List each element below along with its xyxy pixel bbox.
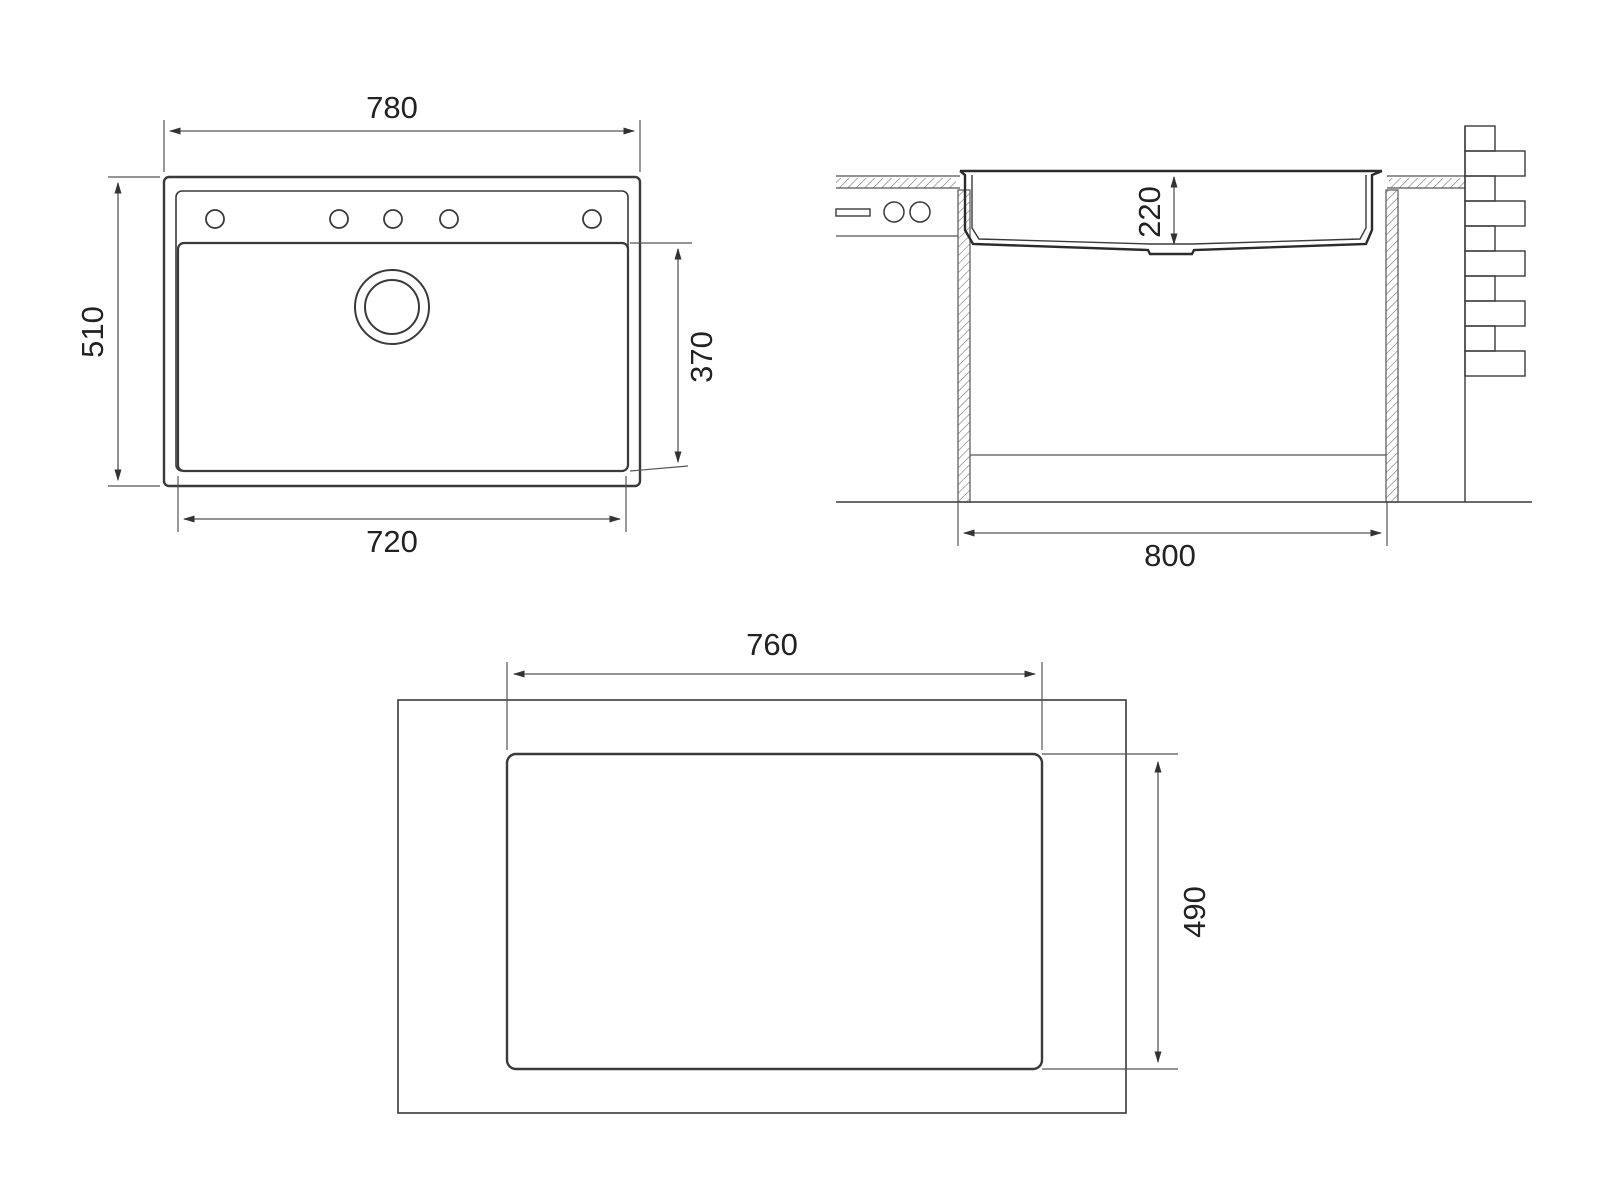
tap-hole-icon [329, 209, 349, 229]
sink-bowl [176, 241, 630, 473]
sink-outline [162, 175, 642, 488]
drain-inner-icon [364, 279, 420, 335]
dim-overall-depth: 510 [75, 306, 110, 358]
cabinet-right-wall [1385, 189, 1399, 503]
top-view: 780 510 370 720 [75, 90, 719, 559]
tap-hole-icon [205, 209, 225, 229]
cutout-view: 760 490 [397, 627, 1212, 1114]
wall-bricks [1464, 125, 1526, 502]
dim-bowl-width: 720 [366, 524, 418, 559]
appliance-slot-icon [835, 208, 871, 217]
countertop-right-hatch [1389, 178, 1465, 188]
dim-bowl-depth: 370 [684, 331, 719, 383]
dim-cutout-width: 760 [746, 627, 798, 662]
tap-hole-icon [582, 209, 602, 229]
sink-section [959, 169, 1383, 256]
dim-bowl-height: 220 [1132, 186, 1167, 238]
appliance-knob-icon [909, 201, 931, 223]
tap-hole-icon [439, 209, 459, 229]
dim-cutout-depth: 490 [1177, 886, 1212, 938]
countertop-left-hatch [836, 178, 956, 188]
appliance-panel [836, 190, 956, 236]
drain-outer-icon [354, 269, 430, 345]
appliance-knob-icon [883, 201, 905, 223]
countertop-outline [397, 699, 1127, 1114]
cutout-outline [505, 752, 1044, 1071]
dim-overall-width: 780 [366, 90, 418, 125]
dim-cabinet-width: 800 [1144, 538, 1196, 573]
section-view: 220 800 [835, 125, 1532, 573]
tap-hole-icon [383, 209, 403, 229]
